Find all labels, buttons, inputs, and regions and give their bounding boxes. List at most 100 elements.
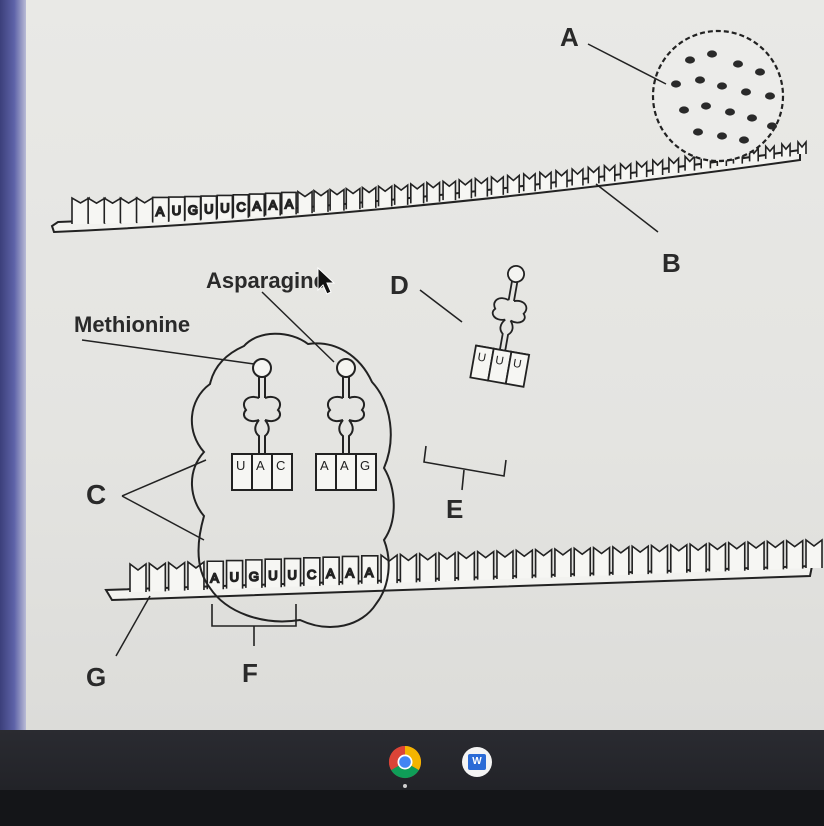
bottom-mrna-base-letter: A	[326, 566, 335, 581]
chrome-icon[interactable]	[388, 745, 422, 779]
bottom-mrna-base-labeled	[245, 559, 263, 588]
ribosome-dot	[739, 136, 749, 144]
top-mrna-base	[522, 172, 536, 192]
ribosome-dot	[685, 56, 695, 64]
f-bracket	[211, 604, 297, 646]
bottom-mrna-base-letter: A	[365, 565, 374, 580]
bottom-mrna-base	[708, 541, 727, 572]
top-mrna-base-letter: A	[269, 198, 278, 213]
top-mrna-base	[474, 176, 489, 197]
top-mrna-base	[684, 154, 696, 171]
leader-d	[419, 289, 463, 323]
top-mrna-base	[539, 170, 552, 190]
bottom-mrna-base-letter: A	[210, 570, 219, 585]
label-g: G	[86, 662, 106, 692]
bottom-mrna-base	[457, 550, 476, 581]
trna-free-anticodon-letter: U	[512, 357, 523, 371]
trna-methionine-anticodon-letter: C	[276, 458, 285, 473]
ribosome-dot	[765, 92, 775, 100]
bottom-mrna-base-labeled	[225, 559, 244, 589]
label-a: A	[560, 22, 579, 52]
top-mrna-base-labeled	[264, 192, 281, 216]
ribosome-dot	[725, 108, 735, 116]
leader-b	[595, 183, 659, 233]
label-d: D	[390, 270, 409, 300]
top-mrna-base-letter: C	[236, 200, 245, 215]
top-mrna-base	[87, 196, 106, 224]
bottom-mrna-base	[689, 542, 707, 573]
trna-methionine-amino-acid	[252, 358, 272, 378]
top-mrna-base-labeled	[280, 191, 297, 215]
ribosome-dot	[755, 68, 765, 76]
ribosome-dot	[701, 102, 711, 110]
bottom-mrna-base-letter: U	[230, 570, 239, 585]
trna-methionine-anticodon-slot	[271, 453, 293, 491]
top-mrna-base	[103, 196, 122, 224]
ribosome-dot	[717, 132, 727, 140]
e-bracket	[423, 445, 507, 491]
bottom-mrna-base	[418, 552, 437, 582]
top-mrna-base	[587, 165, 600, 184]
top-mrna-base	[506, 173, 520, 194]
top-mrna-base	[71, 196, 90, 224]
bottom-mrna-base	[438, 551, 456, 582]
top-mrna-base-letter: A	[285, 196, 294, 211]
label-c: C	[86, 479, 106, 510]
top-mrna-base	[426, 180, 441, 202]
bottom-mrna-base-letter: G	[249, 569, 259, 584]
top-mrna-base	[329, 188, 345, 211]
ribosome-small-subunit	[651, 29, 785, 163]
bottom-mrna-base-labeled	[303, 557, 321, 586]
top-mrna-base	[781, 141, 791, 157]
top-mrna-base	[571, 167, 584, 186]
mouse-cursor-icon	[317, 266, 336, 295]
top-mrna-base-letter: G	[188, 202, 198, 217]
top-mrna-base	[555, 168, 568, 188]
top-mrna-base	[345, 186, 361, 210]
bottom-mrna-base	[573, 546, 592, 577]
top-mrna-base	[603, 163, 616, 182]
label-asparagine: Asparagine	[206, 268, 326, 293]
top-mrna-base	[135, 196, 154, 223]
bottom-mrna-base	[650, 543, 669, 574]
leader-g	[115, 595, 151, 657]
bottom-mrna-base-labeled	[283, 557, 302, 587]
bezel-bottom	[0, 790, 824, 826]
bottom-mrna-base	[496, 549, 514, 579]
label-b: B	[662, 248, 681, 278]
trna-asparagine-anticodon-letter: G	[360, 458, 370, 473]
top-mrna-base-labeled	[216, 194, 234, 219]
trna-asparagine-anticodon-letter: A	[320, 458, 329, 473]
top-mrna-base	[361, 185, 377, 208]
trna-asparagine-anticodon-letter: A	[340, 458, 349, 473]
trna-asparagine-amino-acid	[336, 358, 356, 378]
bottom-mrna-base	[148, 561, 167, 592]
top-mrna-base-letter: A	[252, 199, 261, 214]
leader-methionine	[81, 339, 255, 365]
bottom-mrna-base	[554, 547, 572, 577]
bottom-mrna-base	[129, 562, 147, 592]
bottom-mrna-base-letter: U	[268, 568, 277, 583]
ribosome-dot	[741, 88, 751, 96]
top-mrna-base	[668, 156, 680, 173]
leader-c2	[121, 495, 205, 541]
bottom-mrna-base	[167, 561, 186, 591]
label-e: E	[446, 494, 463, 524]
top-mrna-base	[119, 196, 138, 224]
bottom-mrna-base-letter: A	[345, 565, 354, 580]
top-mrna-base-letter: A	[156, 204, 165, 219]
top-mrna-base	[764, 144, 775, 159]
top-mrna-base	[652, 158, 664, 176]
word-icon[interactable]: W	[460, 745, 494, 779]
ribosome-dot	[707, 50, 717, 58]
bottom-mrna-base	[187, 560, 205, 590]
bottom-mrna-base	[670, 543, 688, 573]
word-icon-letter: W	[468, 754, 486, 770]
top-mrna-base	[619, 161, 632, 180]
leader-asparagine	[261, 291, 335, 363]
